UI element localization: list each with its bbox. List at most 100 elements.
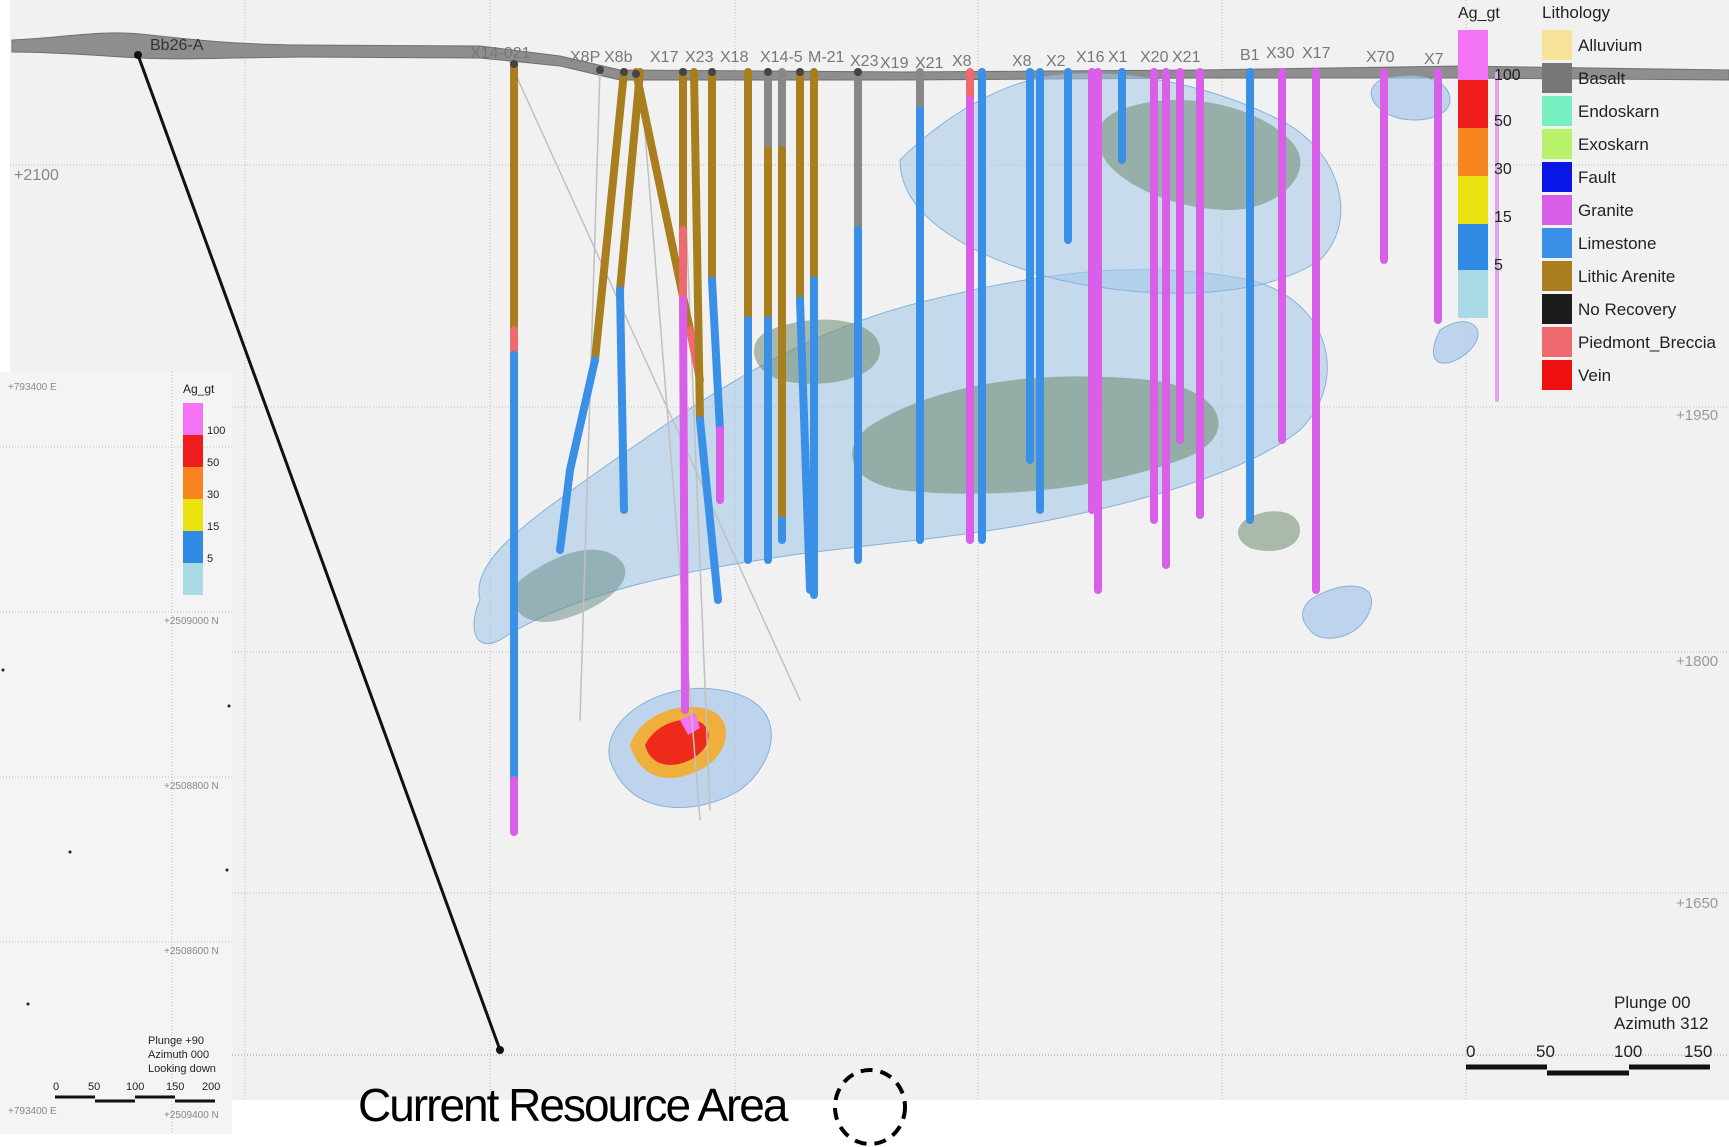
drill-hole-label: X21 <box>1172 49 1201 66</box>
scale-tick: 0 <box>1466 1042 1475 1061</box>
lithology-swatch <box>1542 228 1572 258</box>
drill-holes <box>134 51 1499 1054</box>
drill-hole-label: X17 <box>650 49 679 66</box>
lithology-swatch <box>1542 360 1572 390</box>
drill-hole-label: Bb26-A <box>150 37 204 54</box>
inset-legend-value: 50 <box>207 457 219 469</box>
elevation-label: +2100 <box>14 167 59 184</box>
drill-hole-label: X23 <box>685 49 714 66</box>
drill-hole-label: X20 <box>1140 49 1169 66</box>
drill-hole-label: X8 <box>1012 53 1032 70</box>
drill-hole-label: X14-021 <box>470 45 531 62</box>
inset-scale-tick: 200 <box>202 1081 220 1093</box>
section-background <box>10 0 1729 1100</box>
lithology-legend-title: Lithology <box>1542 3 1611 22</box>
inset-view-note: Plunge +90 <box>148 1035 204 1047</box>
ag-legend-swatch <box>1458 224 1488 270</box>
drill-hole-label: X23 <box>850 53 879 70</box>
inset-coord-label: +793400 E <box>8 382 57 393</box>
scale-bar <box>1466 1064 1710 1076</box>
drill-hole-label: X8P <box>570 49 600 66</box>
drill-hole-labels: Bb26-A X14-021 X8P X8b X17 X23 X18 X14-5… <box>150 37 1444 72</box>
drill-hole-label: X1 <box>1108 49 1128 66</box>
inset-legend-value: 30 <box>207 489 219 501</box>
drill-hole-label: M-21 <box>808 49 845 66</box>
lithology-swatch <box>1542 30 1572 60</box>
inset-coord-label: +2508800 N <box>164 781 219 792</box>
inset-scale-tick: 100 <box>126 1081 144 1093</box>
inset-legend-value: 15 <box>207 521 219 533</box>
lithology-label: No Recovery <box>1578 300 1677 319</box>
scale-tick: 50 <box>1536 1042 1555 1061</box>
inset-view-note: Looking down <box>148 1063 216 1075</box>
ag-legend-swatch <box>1458 128 1488 176</box>
inset-plan-view: +793400 E +793400 E +2509000 N +2508800 … <box>0 372 232 1134</box>
inset-scale-tick: 50 <box>88 1081 100 1093</box>
lithology-label: Piedmont_Breccia <box>1578 333 1717 352</box>
scale-tick: 150 <box>1684 1042 1712 1061</box>
view-azimuth: Azimuth 312 <box>1614 1014 1709 1033</box>
inset-coord-label: +2509000 N <box>164 616 219 627</box>
inset-legend-value: 5 <box>207 553 213 565</box>
drill-hole-label: X8 <box>952 53 972 70</box>
lithology-swatch <box>1542 195 1572 225</box>
ag-legend-value: 30 <box>1494 161 1512 178</box>
ag-legend-swatch <box>1458 270 1488 318</box>
scale-tick: 100 <box>1614 1042 1642 1061</box>
ag-legend-swatch <box>1458 176 1488 224</box>
lithology-label: Basalt <box>1578 69 1626 88</box>
drill-hole-label: X17 <box>1302 45 1331 62</box>
elevation-label: +1800 <box>1676 653 1718 670</box>
inset-legend-title: Ag_gt <box>183 382 215 396</box>
resource-area-caption: Current Resource Area <box>358 1079 788 1131</box>
inset-coord-label: +2508600 N <box>164 946 219 957</box>
drill-hole-label: X30 <box>1266 45 1295 62</box>
ag-legend-value: 15 <box>1494 209 1512 226</box>
lithology-label: Exoskarn <box>1578 135 1649 154</box>
elevation-label: +1650 <box>1676 895 1718 912</box>
lithology-label: Limestone <box>1578 234 1656 253</box>
ag-grade-legend: Ag_gt 100 50 30 15 5 <box>1458 5 1521 318</box>
drill-hole-label: X18 <box>720 49 749 66</box>
inset-legend-value: 100 <box>207 425 225 437</box>
lithology-label: Lithic Arenite <box>1578 267 1675 286</box>
ag-legend-value: 50 <box>1494 113 1512 130</box>
drill-hole-label: X21 <box>915 55 944 72</box>
inset-legend-swatch <box>183 467 203 499</box>
lithology-legend: Lithology <box>1542 3 1611 22</box>
inset-coord-label: +2509400 N <box>164 1110 219 1121</box>
inset-legend-swatch <box>183 435 203 467</box>
inset-scale-bar <box>55 1095 215 1103</box>
inset-scale-tick: 0 <box>53 1081 59 1093</box>
lithology-swatch <box>1542 129 1572 159</box>
lithology-swatch <box>1542 162 1572 192</box>
inset-view-note: Azimuth 000 <box>148 1049 209 1061</box>
inset-legend-swatch <box>183 563 203 595</box>
drill-hole-label: X7 <box>1424 51 1444 68</box>
inset-scale-tick: 150 <box>166 1081 184 1093</box>
drill-hole-label: X19 <box>880 55 909 72</box>
lithology-label: Fault <box>1578 168 1616 187</box>
lithology-label: Alluvium <box>1578 36 1642 55</box>
drill-hole-label: X14-5 <box>760 49 803 66</box>
lithology-swatch <box>1542 327 1572 357</box>
lithology-swatch <box>1542 261 1572 291</box>
drill-hole-label: B1 <box>1240 47 1260 64</box>
drill-hole-label: X2 <box>1046 53 1066 70</box>
lithology-label: Granite <box>1578 201 1634 220</box>
inset-legend-swatch <box>183 499 203 531</box>
inset-legend-swatch <box>183 403 203 435</box>
drill-hole-label: X16 <box>1076 49 1105 66</box>
drill-hole-label: X8b <box>604 49 633 66</box>
lithology-swatch <box>1542 294 1572 324</box>
inset-legend-swatch <box>183 531 203 563</box>
ag-legend-swatch <box>1458 30 1488 80</box>
inset-coord-label: +793400 E <box>8 1106 57 1117</box>
lithology-label: Vein <box>1578 366 1611 385</box>
resource-area-marker <box>833 1068 907 1146</box>
lithology-label: Endoskarn <box>1578 102 1659 121</box>
ag-legend-value: 100 <box>1494 67 1521 84</box>
elevation-label: +1950 <box>1676 407 1718 424</box>
lithology-swatch <box>1542 96 1572 126</box>
